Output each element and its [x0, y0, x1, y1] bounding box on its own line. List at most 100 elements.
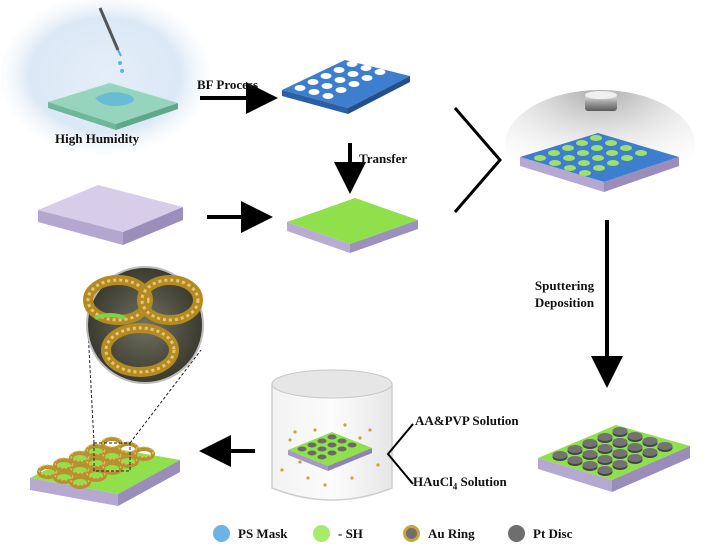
pt-disc — [598, 444, 613, 452]
mask-pore — [334, 67, 345, 73]
pt-disc — [583, 439, 598, 447]
exposed-spot — [577, 150, 589, 156]
label-deposition: Deposition — [527, 296, 602, 311]
pt-disc — [553, 451, 568, 459]
mask-pore — [362, 75, 373, 81]
legend-item-ps-mask: PS Mask — [213, 525, 287, 542]
mask-pore — [308, 79, 319, 85]
mask-pore — [361, 65, 372, 71]
exposed-spot — [579, 170, 591, 176]
zoom-inset — [87, 267, 203, 443]
pt-disc — [328, 443, 337, 448]
legend-item-sh: - SH — [313, 525, 363, 542]
pt-disc — [643, 448, 658, 456]
mask-pore — [309, 89, 320, 95]
pt-disc — [628, 443, 643, 451]
reaction-beaker — [272, 370, 392, 500]
sputter-target-icon — [585, 91, 617, 111]
pt-disc — [318, 455, 327, 460]
au-particle — [343, 423, 346, 426]
mask-pore — [323, 93, 334, 99]
pt-disc — [338, 447, 347, 452]
au-particle — [313, 428, 316, 431]
legend-dot-sh — [313, 525, 330, 542]
label-high-humidity: High Humidity — [55, 132, 139, 147]
au-particle — [350, 476, 353, 479]
pt-disc — [568, 445, 583, 453]
legend-label-ps-mask: PS Mask — [238, 526, 287, 542]
au-particle — [293, 430, 296, 433]
label-transfer: Transfer — [359, 152, 407, 167]
pt-disc — [583, 461, 598, 469]
mask-pore — [347, 61, 358, 67]
exposed-spot — [635, 150, 647, 156]
exposed-spot — [534, 155, 546, 161]
sputtering-stage — [505, 90, 695, 200]
au-ring-substrate — [30, 437, 180, 506]
haucl4-main: HAuCl — [413, 474, 453, 489]
exposed-spot — [606, 150, 618, 156]
au-particle — [368, 428, 371, 431]
exposed-spot — [564, 165, 576, 171]
bare-substrate — [38, 185, 183, 245]
au-particle — [323, 483, 326, 486]
au-particle — [280, 468, 283, 471]
mask-pore — [348, 71, 359, 77]
pt-disc — [598, 433, 613, 441]
pt-disc — [348, 443, 357, 448]
au-particle — [376, 463, 379, 466]
exposed-spot — [576, 140, 588, 146]
legend-label-sh: - SH — [338, 526, 363, 542]
legend-label-au-ring: Au Ring — [428, 526, 475, 542]
pt-disc — [338, 439, 347, 444]
pt-disc — [298, 447, 307, 452]
pt-disc — [318, 447, 327, 452]
pt-disc — [613, 438, 628, 446]
exposed-spot — [578, 160, 590, 166]
mask-pore — [349, 81, 360, 87]
legend-dot-ps-mask — [213, 525, 230, 542]
exposed-spot — [621, 155, 633, 161]
exposed-spot — [548, 150, 560, 156]
pt-disc — [583, 450, 598, 458]
mask-pore — [295, 85, 306, 91]
legend-item-pt-disc: Pt Disc — [508, 525, 572, 542]
pt-disc — [598, 455, 613, 463]
mask-pore — [321, 73, 332, 79]
sh-substrate — [287, 198, 418, 253]
exposed-spot — [607, 160, 619, 166]
label-bf-process: BF Process — [197, 78, 258, 93]
pt-disc — [598, 466, 613, 474]
pt-disc — [328, 435, 337, 440]
pt-disc — [613, 460, 628, 468]
mask-pore — [335, 77, 346, 83]
pt-disc — [613, 449, 628, 457]
merge-bracket — [455, 108, 500, 212]
pt-disc — [658, 442, 673, 450]
au-particle — [288, 438, 291, 441]
exposed-spot — [593, 165, 605, 171]
label-aa-pvp-solution: AA&PVP Solution — [415, 414, 519, 429]
pt-disc — [318, 439, 327, 444]
mask-pore — [322, 83, 333, 89]
au-particle — [298, 460, 301, 463]
exposed-spot — [605, 140, 617, 146]
exposed-spot — [549, 160, 561, 166]
exposed-spot — [592, 155, 604, 161]
label-sputtering: Sputtering — [527, 279, 602, 294]
label-haucl4-solution: HAuCl4 Solution — [413, 475, 507, 492]
pt-disc-substrate — [538, 425, 690, 492]
pt-disc — [308, 443, 317, 448]
mask-pore — [336, 87, 347, 93]
pt-disc — [568, 456, 583, 464]
pt-disc — [628, 454, 643, 462]
haucl4-tail: Solution — [457, 474, 507, 489]
legend-label-pt-disc: Pt Disc — [533, 526, 572, 542]
legend: PS Mask - SH Au Ring Pt Disc — [0, 522, 707, 548]
pt-disc — [643, 437, 658, 445]
pt-disc — [613, 427, 628, 435]
legend-item-au-ring: Au Ring — [403, 525, 475, 542]
exposed-spot — [591, 145, 603, 151]
exposed-spot — [563, 155, 575, 161]
